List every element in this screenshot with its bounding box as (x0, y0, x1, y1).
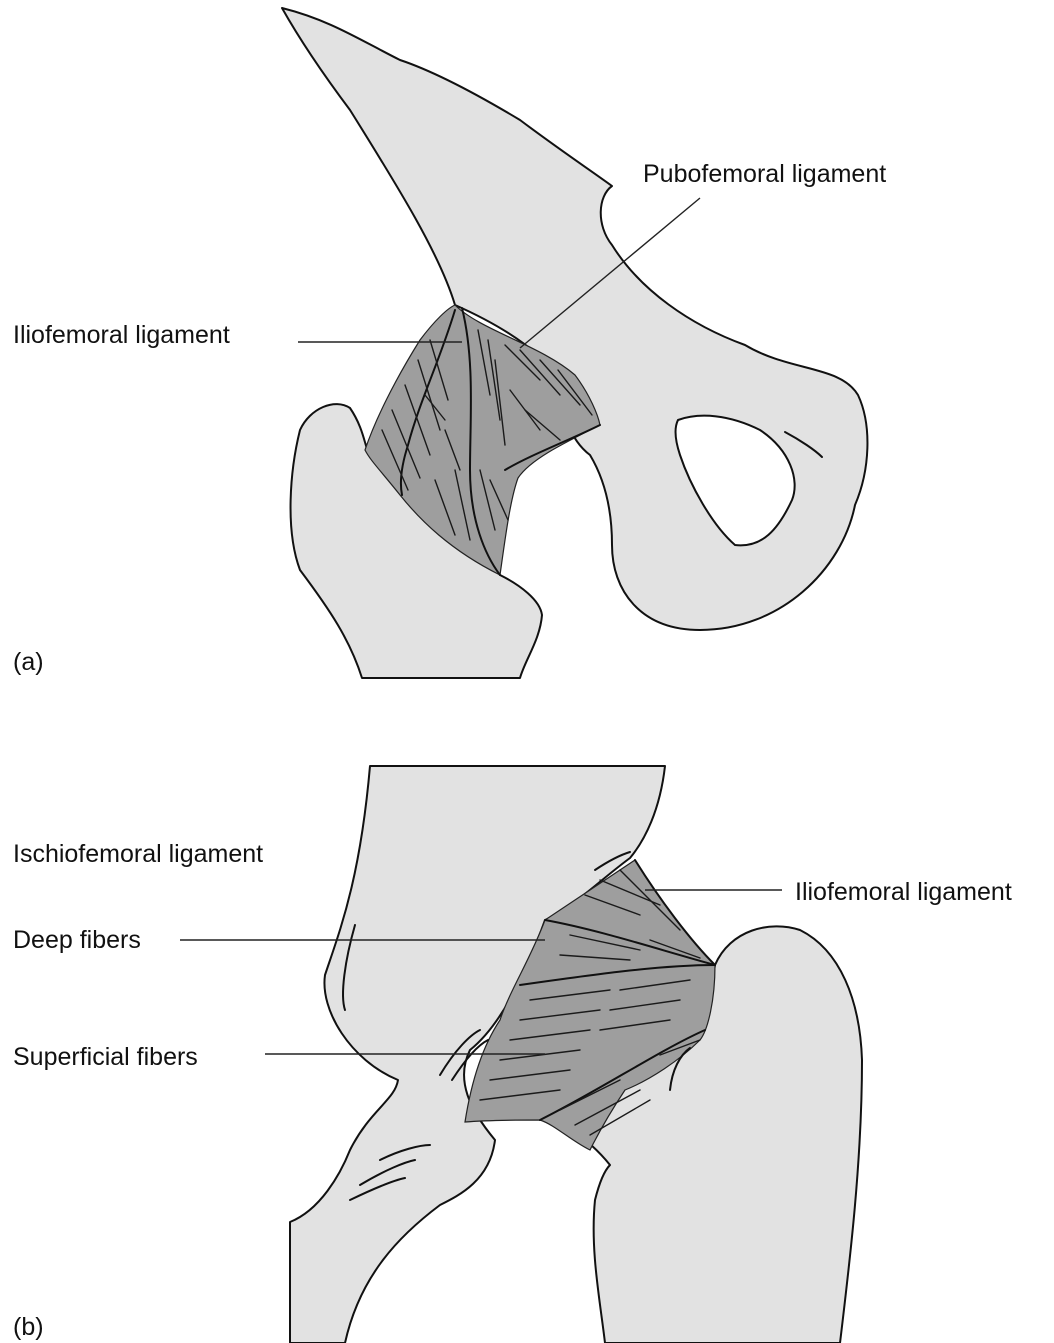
panel-a: Pubofemoral ligament Iliofemoral ligamen… (13, 8, 886, 678)
label-superficial-fibers: Superficial fibers (13, 1043, 198, 1071)
label-iliofemoral-ligament-a: Iliofemoral ligament (13, 321, 230, 349)
label-ischiofemoral-ligament: Ischiofemoral ligament (13, 840, 263, 868)
label-iliofemoral-ligament-b: Iliofemoral ligament (795, 878, 1012, 906)
label-deep-fibers: Deep fibers (13, 926, 141, 954)
panel-label-b: (b) (13, 1313, 44, 1341)
label-pubofemoral-ligament: Pubofemoral ligament (643, 160, 886, 188)
panel-b: Ischiofemoral ligament Iliofemoral ligam… (13, 766, 1012, 1343)
panel-label-a: (a) (13, 648, 44, 676)
